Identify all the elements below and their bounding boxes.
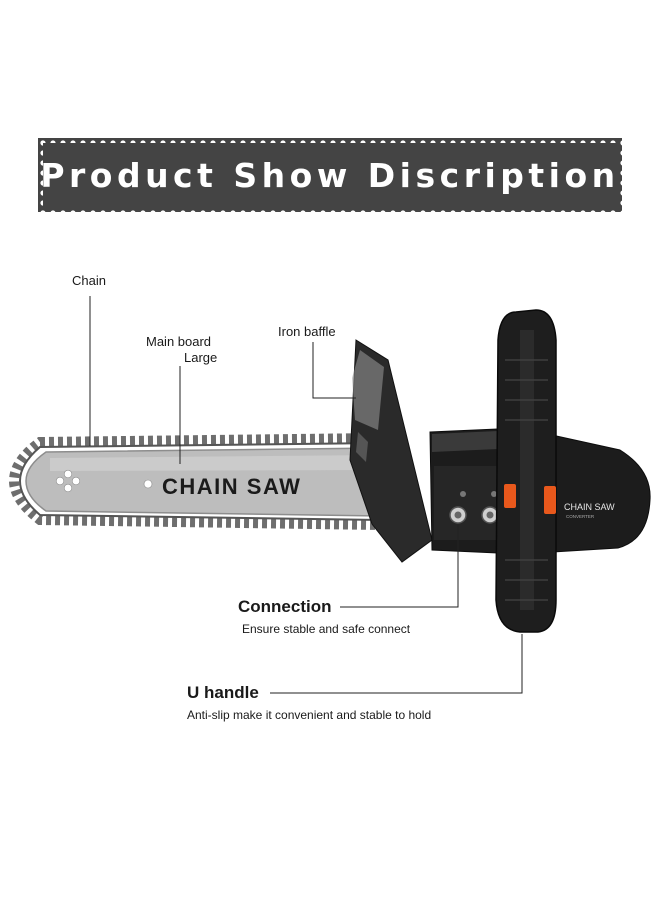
u-handle-description: Anti-slip make it convenient and stable …: [187, 708, 432, 722]
orange-clip-right: [544, 486, 556, 514]
connection-bolts: [449, 491, 499, 524]
main-board-sublabel: Large: [184, 350, 218, 365]
banner-fill: [38, 138, 622, 212]
leader-lines: [89, 296, 523, 694]
title-banner: Product Show Discription: [33, 133, 627, 217]
body-sub-print: CONVERTER: [566, 514, 595, 519]
iron-baffle-leader: [312, 342, 356, 399]
body-print: CHAIN SAW: [564, 502, 615, 512]
chain-outline: [8, 432, 385, 531]
u-handle-title: U handle: [187, 683, 259, 702]
iron-baffle-label: Iron baffle: [278, 324, 336, 339]
bar-print: CHAIN SAW: [162, 474, 301, 499]
orange-clip-left: [504, 484, 516, 508]
u-handle-leader: [270, 634, 523, 694]
main-board-label: Main board: [146, 334, 212, 349]
connection-title: Connection: [238, 597, 332, 616]
bar-holes: [55, 469, 153, 493]
connection-description: Ensure stable and safe connect: [242, 622, 411, 636]
connection-leader: [340, 525, 459, 608]
chain-label: Chain: [72, 273, 106, 288]
banner-title: Product Show Discription: [40, 155, 620, 195]
